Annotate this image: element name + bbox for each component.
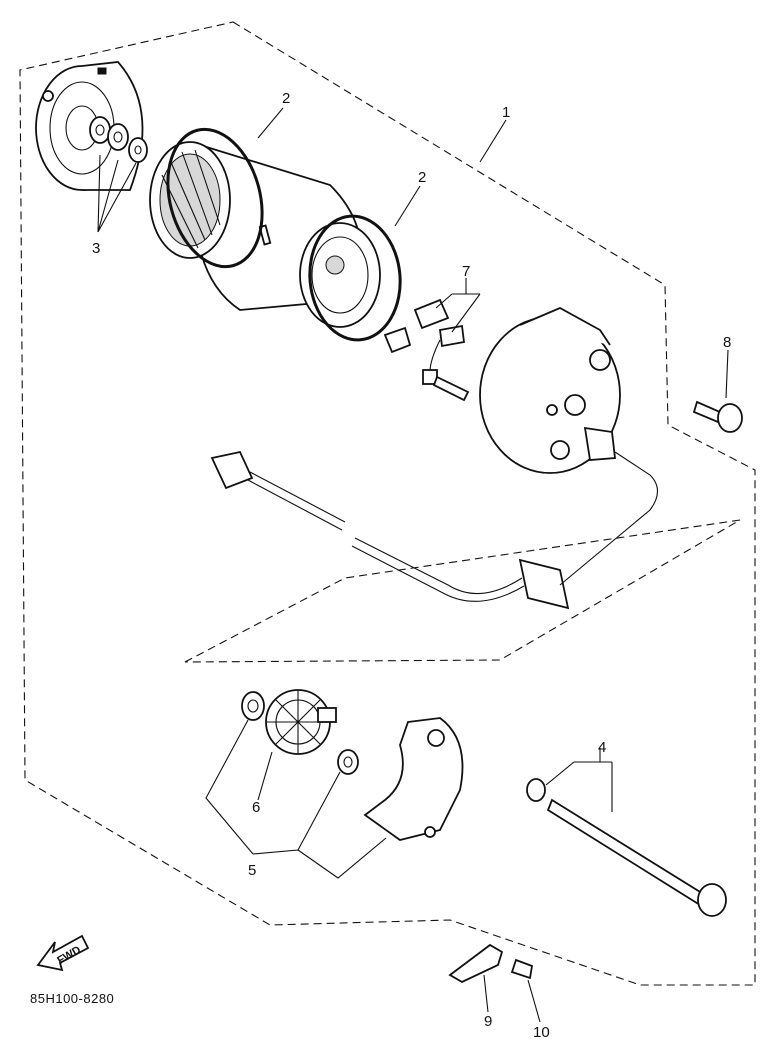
- screw-8: [692, 400, 743, 433]
- fwd-arrow-icon: FWD: [36, 934, 90, 972]
- callout-9: 9: [484, 1013, 492, 1030]
- front-cover: [479, 307, 621, 474]
- callout-8: 8: [723, 334, 731, 351]
- brush-set-7: [383, 298, 470, 402]
- callout-1: 1: [502, 104, 510, 121]
- callout-5: 5: [248, 862, 256, 879]
- bolt-and-washer-4: [526, 778, 727, 917]
- assembly-boundary: [19, 21, 756, 986]
- callout-10: 10: [533, 1024, 550, 1041]
- callout-7: 7: [462, 263, 470, 280]
- washer-and-gear: [241, 689, 359, 775]
- bracket-and-screw: [448, 943, 534, 984]
- rear-cover: [35, 61, 144, 191]
- callout-2a: 2: [282, 90, 290, 107]
- figure-code: 85H100-8280: [30, 991, 114, 1006]
- gear-bracket: [363, 717, 464, 841]
- callout-4: 4: [598, 739, 606, 756]
- callout-6: 6: [252, 799, 260, 816]
- callout-2b: 2: [418, 169, 426, 186]
- callouts: 1 2 2 3 4 5 6 7 8 9 10: [92, 90, 731, 1041]
- motor-yoke: [149, 141, 381, 328]
- leader-lines: [97, 107, 729, 1023]
- callout-3: 3: [92, 240, 100, 257]
- washers-3: [89, 116, 148, 163]
- o-rings-2: [166, 127, 402, 342]
- lead-wire: [210, 450, 659, 610]
